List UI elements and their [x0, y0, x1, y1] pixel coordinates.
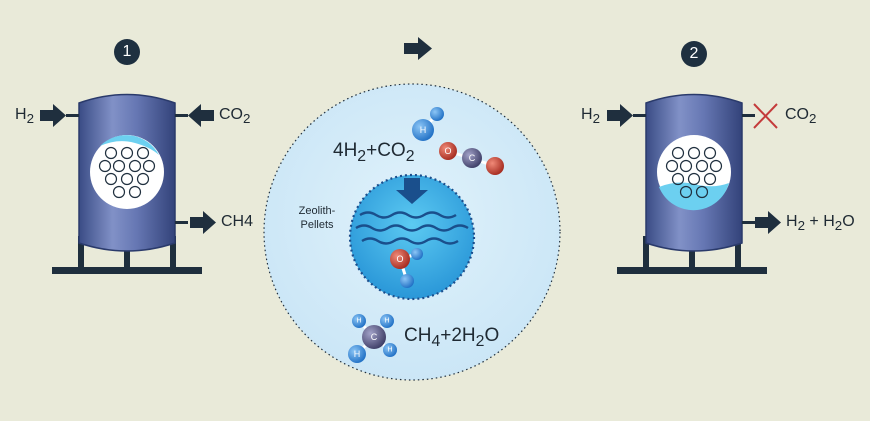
reactor-2-h2-label: H2 [581, 106, 600, 127]
step-arrow-icon [404, 37, 432, 60]
reactor-1-pellets [98, 146, 156, 199]
reactor-1-base [52, 267, 202, 274]
reactor-1-outlet [175, 221, 188, 224]
co2-molecule: O C [439, 142, 504, 175]
pellet [671, 172, 685, 186]
reactor-1 [40, 93, 216, 274]
oxygen-atom [439, 142, 457, 160]
reactor-2-inlet-right [742, 114, 755, 117]
pellet [671, 146, 685, 160]
pellet [112, 159, 126, 173]
reactor-2-leg [689, 236, 695, 268]
hydrogen-atom [352, 314, 366, 328]
reaction-equation-input: 4H2+CO2 [333, 140, 415, 165]
co2-arrow-icon [188, 104, 214, 127]
reactor-1-h2-label: H2 [15, 106, 34, 127]
reactor-1-window [90, 135, 164, 209]
pellet [703, 172, 717, 186]
reactor-1-water-level [100, 135, 159, 155]
pellet [142, 159, 156, 173]
pellet [703, 146, 717, 160]
reactor-1-inlet-right [175, 114, 188, 117]
pellet [679, 185, 693, 199]
pellet [695, 185, 709, 199]
absorption-arrow-icon [396, 178, 428, 204]
hydrogen-atom [400, 274, 414, 288]
ch4-arrow-icon [190, 211, 216, 234]
atom-label: H [387, 347, 392, 354]
atom-label: H [354, 349, 361, 359]
atom-label: H [356, 318, 361, 325]
reactor-2 [607, 93, 781, 274]
water-wave [359, 211, 457, 219]
water-wave [355, 224, 469, 232]
water-wave [361, 237, 459, 245]
hydrogen-atom [411, 248, 423, 260]
hydrogen-atom [348, 345, 366, 363]
pellet [665, 159, 679, 173]
pellet [687, 172, 701, 186]
pellet [687, 146, 701, 160]
reactor-1-co2-label: CO2 [219, 106, 251, 127]
step-2-badge: 2 [681, 41, 707, 67]
pellet [136, 172, 150, 186]
hydrogen-atom [383, 343, 397, 357]
pellet [104, 172, 118, 186]
atom-label: O [396, 254, 403, 264]
reactor-1-leg [124, 236, 130, 268]
reactor-2-inlet-left [633, 114, 646, 117]
pellet [128, 185, 142, 199]
reactor-1-ch4-label: CH4 [221, 213, 254, 230]
hydrogen-atom [430, 107, 444, 121]
reaction-equation-output: CH4+2H2O [404, 325, 500, 350]
reactor-1-leg [170, 236, 176, 268]
atom-label: C [371, 332, 378, 342]
reactor-2-co2-blocked-label: CO2 [785, 106, 817, 127]
carbon-atom [462, 148, 482, 168]
atom-label: O [444, 146, 451, 156]
pellet [104, 146, 118, 160]
pellet [136, 146, 150, 160]
ch4-molecule: C H H H H [348, 314, 397, 363]
atom-label: H [384, 318, 389, 325]
pellet [695, 159, 709, 173]
h2-h2o-arrow-icon [755, 211, 781, 234]
reactor-2-base [617, 267, 767, 274]
pellet [120, 146, 134, 160]
h2-arrow-icon [607, 104, 633, 127]
hydrogen-atom [412, 119, 434, 141]
h2-arrow-icon [40, 104, 66, 127]
reactor-2-water-level [659, 182, 729, 211]
pellet [709, 159, 723, 173]
reactor-1-leg [78, 236, 84, 268]
pellet [679, 159, 693, 173]
blocked-cross-icon [753, 103, 778, 129]
reactor-2-pellets [665, 146, 723, 199]
pellet [128, 159, 142, 173]
atom-label: C [469, 153, 476, 163]
zeolith-pellet-pool [348, 173, 476, 301]
pellet [112, 185, 126, 199]
atom-label: H [420, 125, 427, 135]
pellet [120, 172, 134, 186]
h2-molecule: H [412, 107, 444, 141]
reactor-2-output-label: H2 + H2O [786, 213, 855, 234]
oxygen-atom [390, 249, 410, 269]
pellet [98, 159, 112, 173]
reactor-2-outlet [742, 221, 755, 224]
step-1-badge: 1 [114, 39, 140, 65]
reactor-2-leg [735, 236, 741, 268]
reaction-zone: H O C O [263, 83, 561, 381]
oxygen-atom [486, 157, 504, 175]
hydrogen-atom [380, 314, 394, 328]
carbon-atom [362, 325, 386, 349]
h2o-molecule: O [390, 248, 423, 288]
reactor-2-leg [643, 236, 649, 268]
zeolith-pellets-label: Zeolith- Pellets [298, 205, 336, 231]
reactor-1-inlet-left [66, 114, 79, 117]
